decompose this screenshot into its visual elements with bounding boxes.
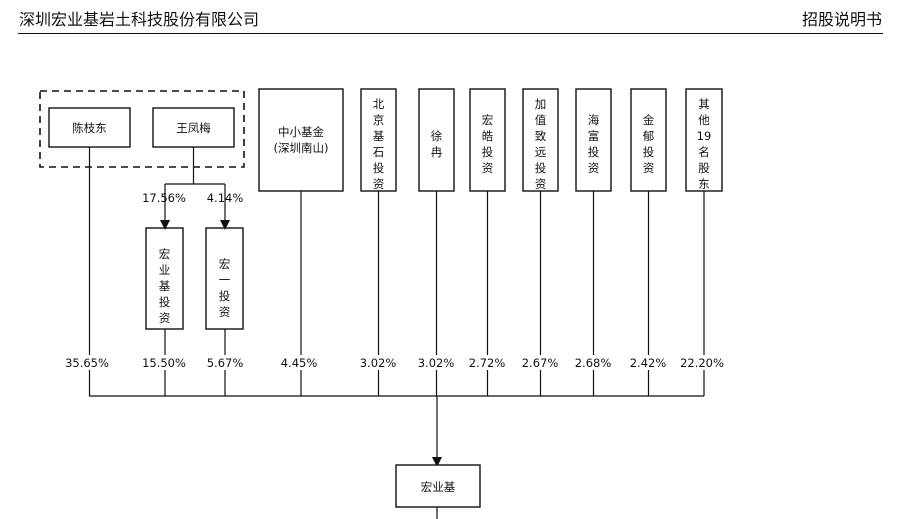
shareholder-wang-fengmei-label: 王凤梅 — [176, 121, 211, 135]
header-company-name: 深圳宏业基岩土科技股份有限公司 — [19, 10, 260, 29]
shareholder-jiazhi-zhiyuan: 加值致远投资 — [522, 88, 559, 192]
pct-hhtz: 2.72% — [469, 356, 506, 370]
shareholder-jinyu-investment: 金郁投资 — [630, 88, 667, 192]
shareholder-jiazhi-zhiyuan-label: 加值致远投资 — [535, 97, 547, 191]
header-divider — [18, 33, 883, 34]
pct-bjjs: 3.02% — [360, 356, 397, 370]
shareholder-honghao-investment-label: 宏皓投资 — [482, 113, 494, 175]
pct-hyj_inv: 15.50% — [142, 356, 186, 370]
shareholder-xu-ran: 徐冉 — [418, 88, 455, 192]
shareholder-zhongxiao-fund-label: 中小基金 — [278, 125, 324, 139]
pct-jytz: 2.42% — [630, 356, 667, 370]
shareholder-zhongxiao-fund — [258, 88, 344, 192]
shareholder-xu-ran-label: 徐冉 — [431, 129, 443, 159]
shareholder-hongyi-investment: 宏一投资 — [205, 227, 244, 330]
pct-xuran: 3.02% — [418, 356, 455, 370]
shareholder-wang-fengmei — [152, 107, 235, 148]
shareholder-beijing-jishi-label: 北京基石投资 — [373, 97, 385, 191]
shareholder-jinyu-investment-label: 金郁投资 — [643, 113, 655, 175]
shareholder-hongyi-investment-label: 宏一投资 — [219, 257, 231, 319]
header-document-type: 招股说明书 — [801, 10, 882, 29]
pct-chen: 35.65% — [65, 356, 109, 370]
shareholder-haifu-investment-label: 海富投资 — [588, 113, 600, 175]
shareholder-chen-zhidong — [48, 107, 131, 148]
shareholder-haifu-investment: 海富投资 — [575, 88, 612, 192]
shareholder-hongyeji-investment-label: 宏业基投资 — [159, 247, 171, 325]
shareholder-hongyeji-investment: 宏业基投资 — [145, 227, 184, 330]
pct-zxjj: 4.45% — [281, 356, 318, 370]
shareholder-honghao-investment: 宏皓投资 — [469, 88, 506, 192]
company-hongyeji — [395, 464, 481, 508]
pct-wang-to-hongyeji-investment: 17.56% — [142, 191, 186, 205]
shareholder-beijing-jishi: 北京基石投资 — [360, 88, 397, 192]
concert-party-group — [39, 90, 245, 168]
pct-jzzy: 2.67% — [522, 356, 559, 370]
pct-hy_inv: 5.67% — [207, 356, 244, 370]
company-hongyeji-label: 宏业基 — [421, 480, 456, 494]
shareholder-chen-zhidong-label: 陈枝东 — [72, 121, 107, 135]
pct-hftz: 2.68% — [575, 356, 612, 370]
pct-others: 22.20% — [680, 356, 724, 370]
shareholder-zhongxiao-fund-sublabel: (深圳南山) — [274, 141, 329, 155]
pct-wang-to-hongyi-investment: 4.14% — [207, 191, 244, 205]
